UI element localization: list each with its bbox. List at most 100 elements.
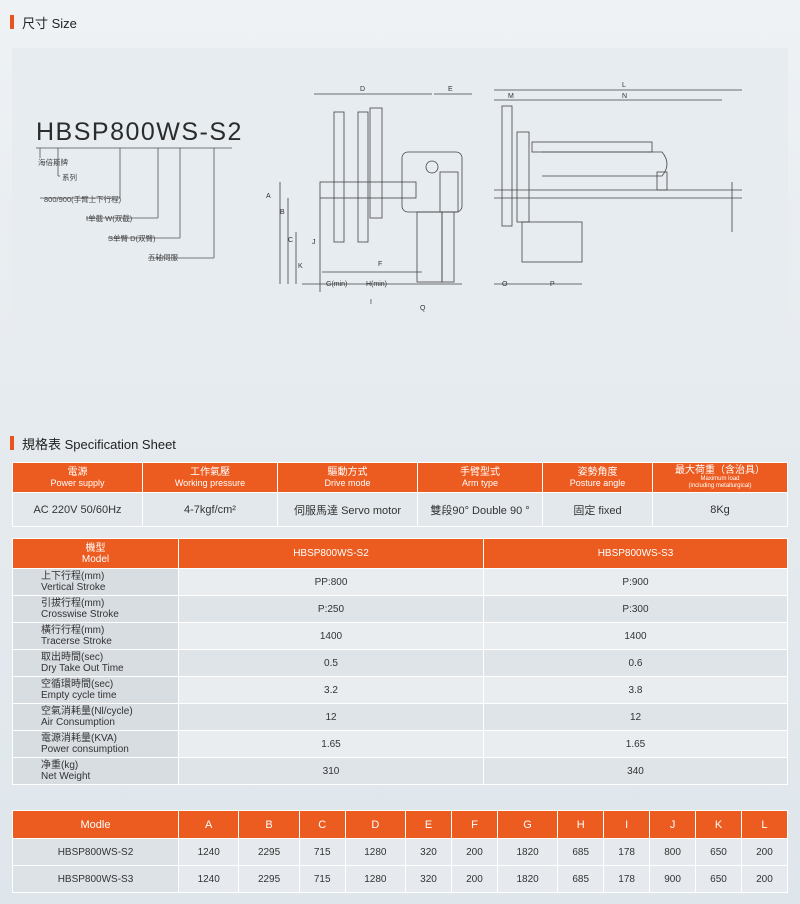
dim-cell: 200 — [450, 838, 498, 866]
dim-cell: 1820 — [496, 838, 559, 866]
dim-cell: HBSP800WS-S2 — [12, 838, 179, 866]
legend-stroke: 800/900(手臂上下行程) — [44, 195, 122, 204]
dim-cell: 650 — [695, 838, 742, 866]
cell-s3: P:900 — [483, 568, 788, 596]
header-model-s2: HBSP800WS-S2 — [178, 538, 484, 569]
dim-label-c: C — [288, 237, 293, 244]
dim-label-m: M — [508, 93, 514, 100]
cell-s3: 1400 — [483, 622, 788, 650]
header-max-load: 最大荷重（含治具）Maximum load(including metallur… — [652, 462, 788, 493]
cell-s2: 12 — [178, 703, 484, 731]
dim-header: E — [405, 810, 452, 839]
cell-s3: 12 — [483, 703, 788, 731]
dim-cell: 1240 — [177, 865, 240, 893]
cell-s3: 1.65 — [483, 730, 788, 758]
dim-cell: 800 — [649, 838, 697, 866]
dim-cell: 178 — [603, 838, 651, 866]
legend-series: 系列 — [62, 173, 77, 182]
dim-cell: 685 — [557, 865, 605, 893]
table-row: 空循環時間(sec)Empty cycle time 3.2 3.8 — [12, 676, 788, 704]
dim-label-o: O — [502, 281, 508, 288]
dim-header: A — [177, 810, 240, 839]
table-row: 電源消耗量(KVA)Power consumption 1.65 1.65 — [12, 730, 788, 758]
cell-s3: 3.8 — [483, 676, 788, 704]
cell-s3: 340 — [483, 757, 788, 785]
header-model-s3: HBSP800WS-S3 — [483, 538, 788, 569]
dim-header: G — [496, 810, 559, 839]
dim-label-a: A — [266, 193, 271, 200]
dim-cell: 1280 — [344, 865, 407, 893]
dim-header: I — [603, 810, 651, 839]
dim-cell: 1240 — [177, 838, 240, 866]
table-row: 上下行程(mm)Vertical Stroke PP:800 P:900 — [12, 568, 788, 596]
value-max-load: 8Kg — [652, 492, 788, 527]
legend-brackets — [36, 147, 232, 259]
dim-cell: 900 — [649, 865, 697, 893]
dim-label-f: F — [378, 261, 382, 268]
row-label: 引拔行程(mm)Crosswise Stroke — [12, 595, 179, 623]
legend-arm: S单臂 D(双臂) — [108, 234, 156, 243]
dim-header: J — [649, 810, 697, 839]
value-pressure: 4-7kgf/cm² — [142, 492, 278, 527]
cell-s2: PP:800 — [178, 568, 484, 596]
table-row: 净重(kg)Net Weight 310 340 — [12, 757, 788, 785]
value-posture: 固定 fixed — [542, 492, 653, 527]
dim-header: Modle — [12, 810, 179, 839]
spec-section-title: 規格表 Specification Sheet — [10, 435, 176, 452]
legend-servo: 五轴伺服 — [148, 253, 178, 262]
dim-cell: 178 — [603, 865, 651, 893]
row-label: 空循環時間(sec)Empty cycle time — [12, 676, 179, 704]
table-row: 取出時間(sec)Dry Take Out Time 0.5 0.6 — [12, 649, 788, 677]
dim-label-d: D — [360, 86, 365, 93]
dim-header: K — [695, 810, 742, 839]
dim-label-p: P — [550, 281, 555, 288]
cell-s2: 310 — [178, 757, 484, 785]
value-arm: 雙段90° Double 90 ° — [417, 492, 543, 527]
row-label: 電源消耗量(KVA)Power consumption — [12, 730, 179, 758]
value-power: AC 220V 50/60Hz — [12, 492, 143, 527]
row-label: 橫行行程(mm)Tracerse Stroke — [12, 622, 179, 650]
cell-s2: 1400 — [178, 622, 484, 650]
dim-cell: HBSP800WS-S3 — [12, 865, 179, 893]
spec-table-dimensions: Modle A B C D E F G H I J K L HBSP800WS-… — [12, 810, 789, 893]
dim-header: L — [740, 810, 789, 839]
table-row: HBSP800WS-S3 1240 2295 715 1280 320 200 … — [12, 865, 789, 893]
dim-cell: 200 — [450, 865, 498, 893]
dim-cell: 320 — [405, 865, 452, 893]
dim-label-b: B — [280, 209, 285, 216]
dim-cell: 715 — [298, 838, 346, 866]
dim-header: D — [344, 810, 407, 839]
dim-header: F — [450, 810, 498, 839]
cell-s3: P:300 — [483, 595, 788, 623]
row-label: 上下行程(mm)Vertical Stroke — [12, 568, 179, 596]
dim-header: C — [298, 810, 346, 839]
dim-label-j: J — [312, 239, 316, 246]
table-row: 空氣消耗量(Nl/cycle)Air Consumption 12 12 — [12, 703, 788, 731]
dim-label-q: Q — [420, 305, 426, 312]
legend-section: I单截 W(双截) — [86, 214, 133, 223]
row-label: 空氣消耗量(Nl/cycle)Air Consumption — [12, 703, 179, 731]
dim-cell: 2295 — [238, 865, 300, 893]
cell-s2: 3.2 — [178, 676, 484, 704]
spec-title-text: 規格表 Specification Sheet — [22, 436, 176, 452]
dim-label-e: E — [448, 86, 453, 93]
row-label: 取出時間(sec)Dry Take Out Time — [12, 649, 179, 677]
dimension-drawing: D E L M N A B C K J F G(min) H(min) I Q … — [266, 82, 742, 312]
dim-header: H — [557, 810, 605, 839]
table-row: HBSP800WS-S2 1240 2295 715 1280 320 200 … — [12, 838, 789, 866]
dim-header: B — [238, 810, 300, 839]
drawing-model-name: HBSP800WS-S2 — [36, 118, 243, 146]
row-label: 净重(kg)Net Weight — [12, 757, 179, 785]
dim-cell: 200 — [740, 838, 789, 866]
dim-cell: 650 — [695, 865, 742, 893]
dim-label-g: G(min) — [326, 281, 347, 288]
title-accent-bar — [10, 436, 14, 450]
dim-label-k: K — [298, 263, 303, 270]
dim-cell: 200 — [740, 865, 789, 893]
dim-label-l: L — [622, 82, 626, 89]
legend-brand: 海倍斯牌 — [38, 158, 68, 167]
